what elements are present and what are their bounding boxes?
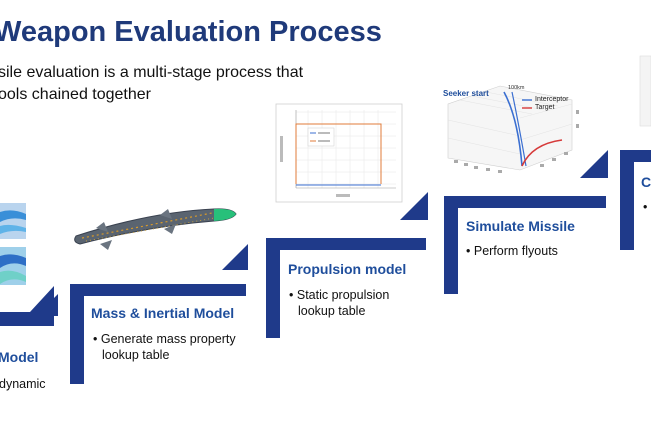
step-1-title: Model [0, 349, 39, 365]
step-2-title: Mass & Inertial Model [91, 305, 235, 321]
step-4-title: Simulate Missile [466, 218, 575, 234]
step-1-chevron [0, 286, 58, 326]
step-3-bullet-line-2: lookup table [298, 304, 366, 318]
step-2-bullet-line-2: lookup table [102, 348, 170, 362]
step-5-title: C [641, 174, 651, 190]
propulsion-chart-thumbnail [275, 103, 403, 203]
legend-interceptor: Interceptor [535, 96, 569, 103]
step-2-chevron [70, 244, 248, 384]
step-5-bullet: • [643, 200, 648, 214]
step-1-bullet: dynamic [0, 377, 46, 391]
thumb-range-label: 100km [508, 85, 525, 91]
subtitle-line-1: sile evaluation is a multi-stage process… [0, 64, 304, 81]
step-2-bullet-line-1: • Generate mass property [93, 332, 236, 346]
missile-mesh-thumbnail [74, 208, 237, 250]
step-3-title: Propulsion model [288, 261, 407, 277]
legend-target: Target [535, 104, 555, 111]
step-3-bullet: • Static propulsion lookup table [289, 287, 389, 319]
step-3-bullet-line-1: • Static propulsion [289, 288, 390, 302]
trajectory-3d-thumbnail [447, 85, 579, 173]
step-3-chevron [266, 192, 428, 338]
step-2-bullet: • Generate mass property lookup table [93, 331, 236, 363]
step-4-bullet: • Perform flyouts [466, 244, 558, 258]
step-4-chevron [444, 150, 608, 294]
step-5-chevron [620, 150, 651, 250]
thumb-caption: Seeker start [443, 89, 489, 98]
next-thumbnail-edge [639, 55, 651, 127]
slide-title: Weapon Evaluation Process [0, 16, 382, 48]
cfd-thumbnail [0, 203, 26, 285]
subtitle-line-2: ools chained together [0, 86, 151, 103]
slide-subtitle: sile evaluation is a multi-stage process… [0, 62, 303, 106]
